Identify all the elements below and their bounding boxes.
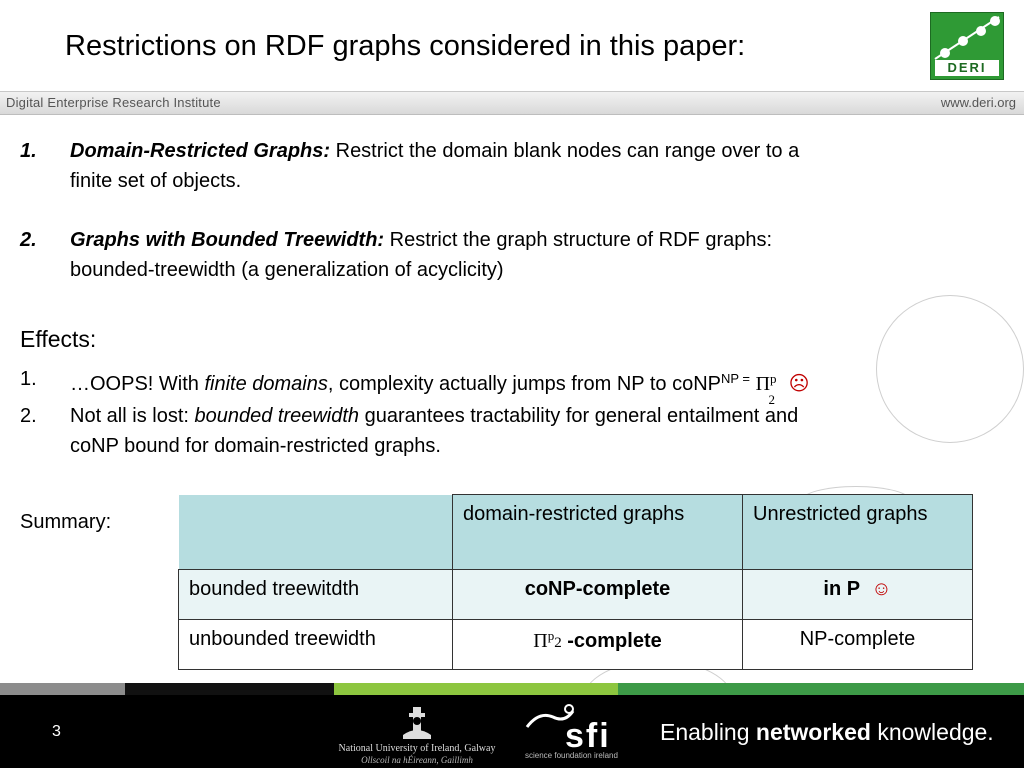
table-header-cell: Unrestricted graphs <box>742 494 973 570</box>
sfi-swirl-icon <box>525 704 575 728</box>
item-number: 2. <box>20 229 37 251</box>
pi-glyph: Π <box>533 630 548 652</box>
effect-text: …OOPS! With <box>70 373 205 395</box>
restriction-item-1: 1. Domain-Restricted Graphs: Restrict th… <box>20 136 1010 196</box>
deri-logo-text: DERI <box>935 60 999 76</box>
table-row: unbounded treewidth Πp2 -complete NP-com… <box>178 619 973 670</box>
summary-table: domain-restricted graphs Unrestricted gr… <box>178 494 973 670</box>
table-cell-text: -complete <box>561 630 662 652</box>
restriction-item-2: 2. Graphs with Bounded Treewidth: Restri… <box>20 225 1010 285</box>
effects-heading: Effects: <box>20 326 97 352</box>
item-text-line2: finite set of objects. <box>70 170 242 192</box>
deri-logo-icon <box>934 16 1000 60</box>
effect-text-line2: coNP bound for domain-restricted graphs. <box>70 435 441 457</box>
footer-strip-lime <box>334 683 618 695</box>
frown-icon: ☹ <box>788 373 810 395</box>
effect-text: guarantees tractability for general enta… <box>359 405 799 427</box>
sfi-name: science foundation ireland <box>525 751 618 760</box>
header-bar: Digital Enterprise Research Institute ww… <box>0 91 1024 115</box>
effect-text: , complexity actually jumps from NP to c… <box>327 373 721 395</box>
institute-name: Digital Enterprise Research Institute <box>6 95 221 110</box>
effect-number: 1. <box>20 368 37 390</box>
table-cell: coNP-complete <box>452 569 743 620</box>
footer-strip-black <box>125 683 334 695</box>
item-heading: Domain-Restricted Graphs: <box>70 140 331 162</box>
tagline-text: knowledge. <box>870 719 994 745</box>
table-cell: in P ☺ <box>742 569 973 620</box>
tagline: Enabling networked knowledge. <box>660 719 994 746</box>
nui-galway-logo: National University of Ireland, Galway O… <box>332 705 502 765</box>
table-row-label: bounded treewitdth <box>178 569 453 620</box>
item-heading: Graphs with Bounded Treewidth: <box>70 229 385 251</box>
table-header-row: domain-restricted graphs Unrestricted gr… <box>178 494 973 570</box>
nui-irish-name: Ollscoil na hÉireann, Gaillimh <box>361 755 473 765</box>
effect-item-1: 1. …OOPS! With finite domains, complexit… <box>20 364 1010 407</box>
effect-item-2: 2. Not all is lost: bounded treewidth gu… <box>20 401 1010 461</box>
smile-icon: ☺ <box>871 578 892 600</box>
pi-symbol: Πp2 <box>533 628 562 652</box>
footer: 3 National University of Ireland, Galway… <box>0 695 1024 768</box>
pi-glyph: Π <box>755 373 771 395</box>
table-cell: NP-complete <box>742 619 973 670</box>
table-cell-text: in P <box>823 578 861 600</box>
pi-symbol: Πp 2 <box>755 371 783 407</box>
item-text: Restrict the graph structure of RDF grap… <box>384 229 773 251</box>
table-header-cell <box>178 494 453 570</box>
nui-crest-icon <box>403 707 431 739</box>
table-header-cell: domain-restricted graphs <box>452 494 743 570</box>
table-cell: Πp2 -complete <box>452 619 743 670</box>
pi-subscript: 2 <box>554 635 562 651</box>
page-number: 3 <box>52 723 61 740</box>
institute-url[interactable]: www.deri.org <box>940 95 1016 110</box>
item-text: Restrict the domain blank nodes can rang… <box>330 140 800 162</box>
summary-label: Summary: <box>20 511 112 533</box>
tagline-text: Enabling <box>660 719 756 745</box>
slide-title: Restrictions on RDF graphs considered in… <box>65 30 746 62</box>
nui-name: National University of Ireland, Galway <box>338 743 496 754</box>
sfi-logo: sfi science foundation ireland <box>525 701 625 765</box>
pi-subscript: 2 <box>768 392 776 407</box>
effect-number: 2. <box>20 405 37 427</box>
footer-strip-gray <box>0 683 125 695</box>
item-number: 1. <box>20 140 37 162</box>
effect-emphasis: bounded treewidth <box>194 405 360 427</box>
sfi-wordmark: sfi <box>565 717 611 755</box>
tagline-bold: networked <box>755 719 871 745</box>
table-row: bounded treewitdth coNP-complete in P ☺ <box>178 569 973 620</box>
footer-strip-green <box>618 683 1024 695</box>
item-text-line2: bounded-treewidth (a generalization of a… <box>70 259 504 281</box>
effect-text: Not all is lost: <box>70 405 195 427</box>
pi-superscript: p <box>770 371 777 386</box>
table-row-label: unbounded treewidth <box>178 619 453 670</box>
pi-superscript: p <box>547 628 555 643</box>
deri-logo: DERI <box>930 12 1004 80</box>
effect-superscript: NP = <box>720 371 751 386</box>
effect-emphasis: finite domains <box>204 373 328 395</box>
